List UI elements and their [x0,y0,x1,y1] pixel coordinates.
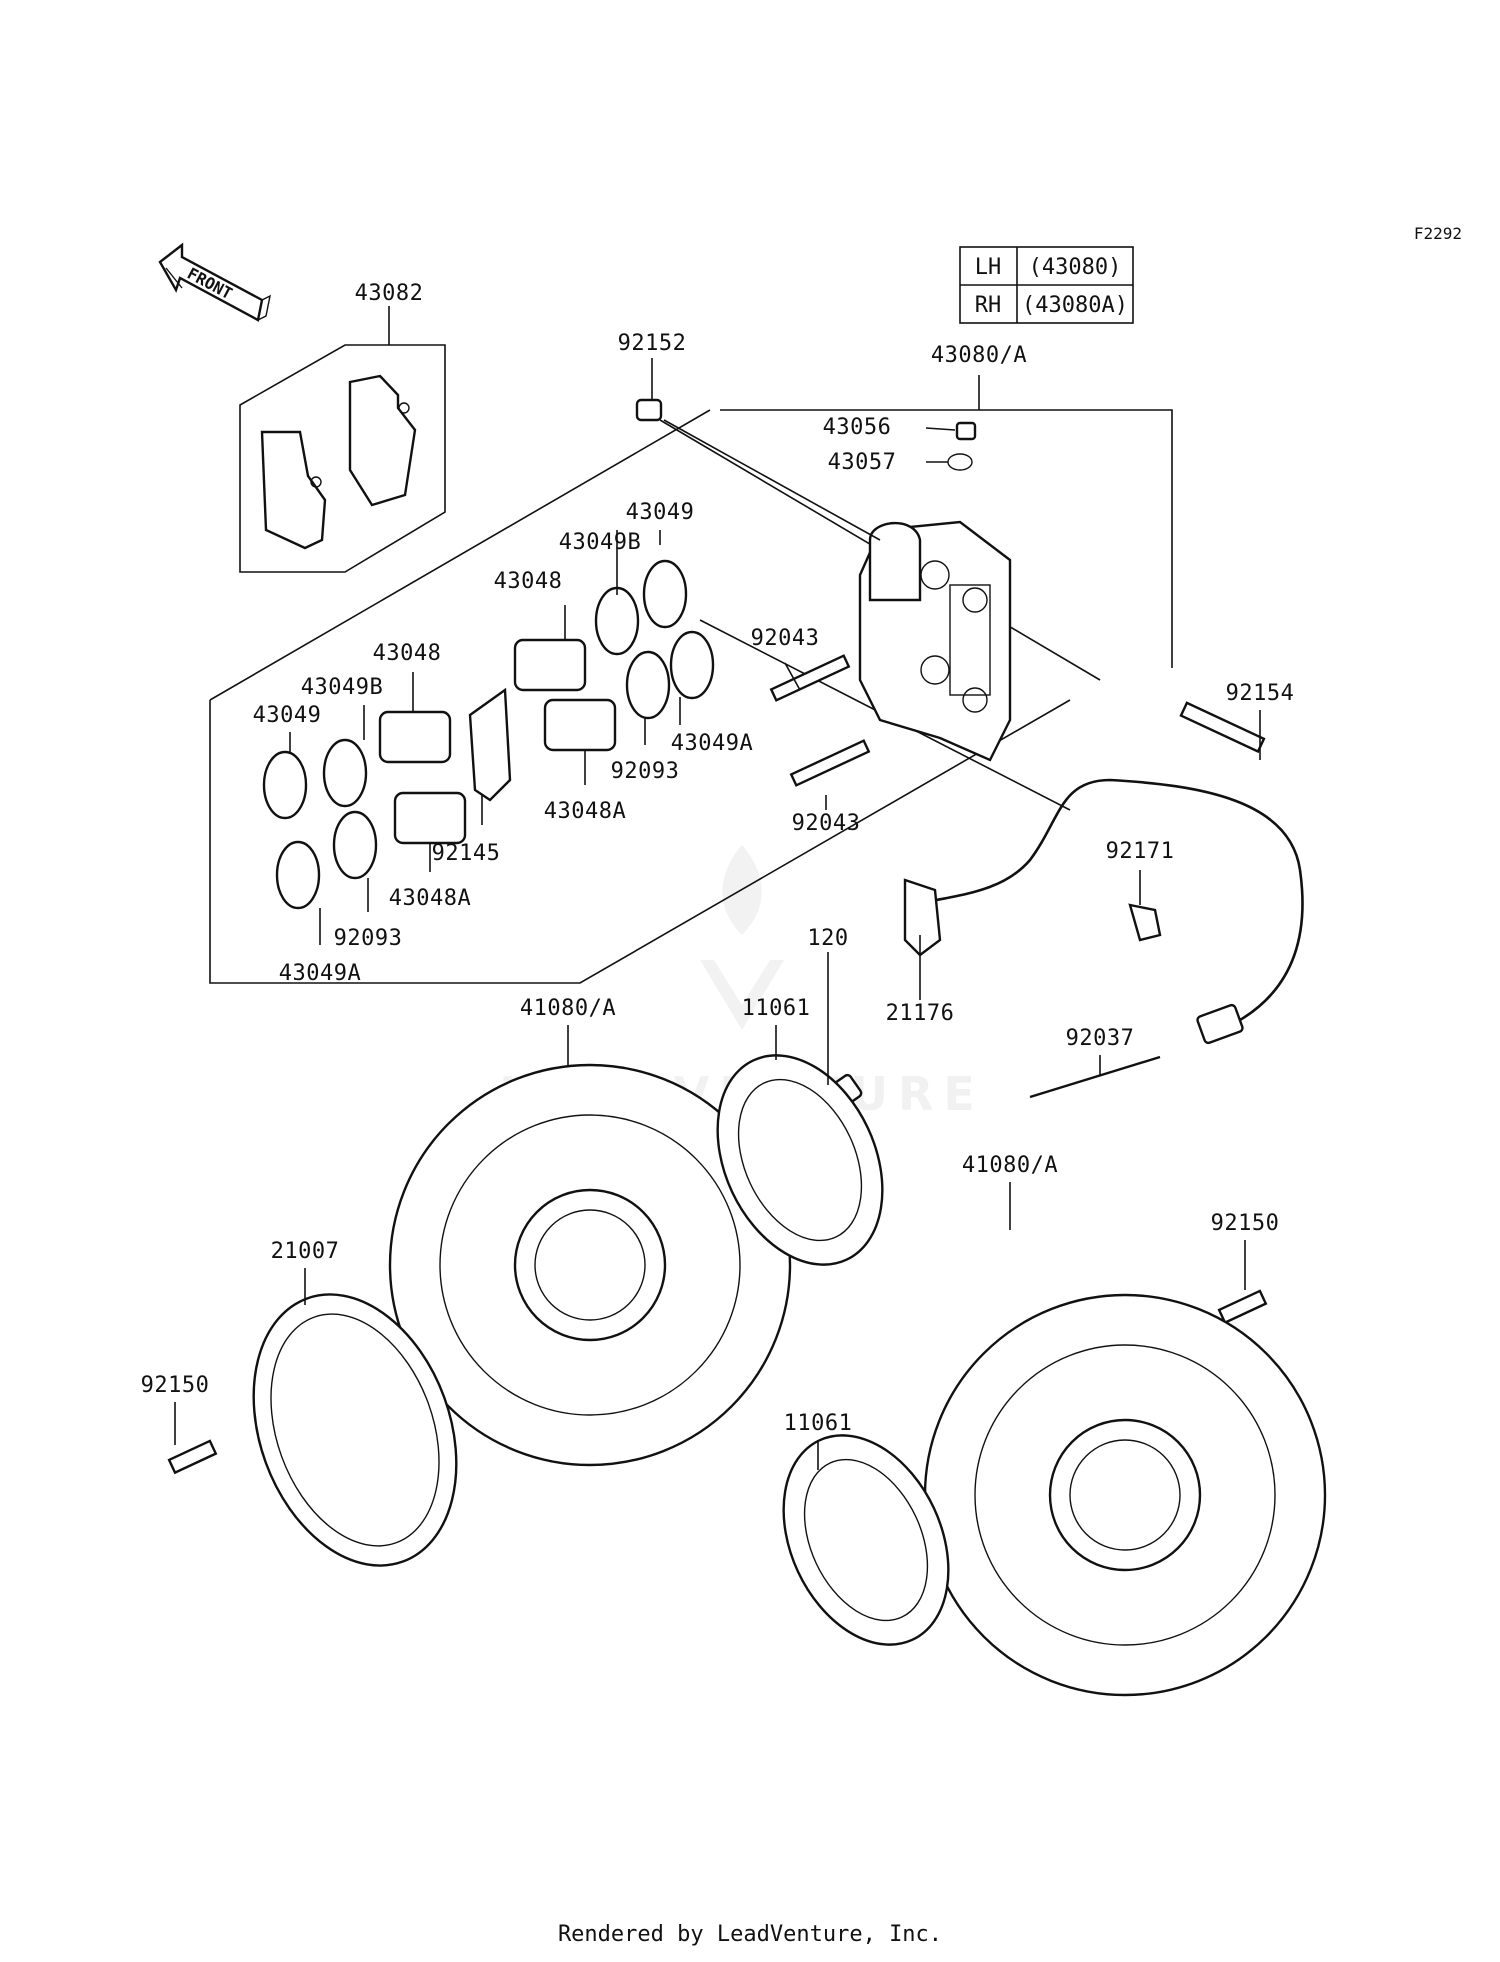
label-41080a-left: 41080/A [520,996,616,1021]
label-11061-top: 11061 [742,996,811,1021]
abs-rotor [252,1293,458,1567]
gaskets [716,1054,950,1646]
label-43057: 43057 [828,450,897,475]
label-120: 120 [807,926,848,951]
label-43049b-top: 43049B [559,530,641,555]
label-92145: 92145 [432,841,501,866]
label-43049a-left: 43049A [279,961,361,986]
brake-disc-right [923,1293,1327,1697]
label-43049-top: 43049 [626,500,695,525]
side-table-rh-part: (43080A) [1022,293,1128,318]
label-43049a-right: 43049A [671,731,753,756]
label-92037: 92037 [1066,1026,1135,1051]
front-arrow-icon: FRONT [158,242,271,322]
brake-disc-left [388,1063,792,1467]
label-92150-right: 92150 [1211,1211,1280,1236]
side-table: LH (43080) RH (43080A) [959,246,1134,324]
label-92154: 92154 [1226,681,1295,706]
label-92043-top: 92043 [751,626,820,651]
label-92043-bot: 92043 [792,811,861,836]
label-92093-left: 92093 [334,926,403,951]
caliper-body [858,520,1012,762]
label-92093-right: 92093 [611,759,680,784]
side-table-rh: RH [975,293,1002,318]
label-43049-left: 43049 [253,703,322,728]
seal-group-right [262,559,715,910]
label-43049b-left: 43049B [301,675,383,700]
label-41080a-right: 41080/A [962,1153,1058,1178]
front-arrow-label: FRONT [184,264,235,303]
brake-pad-set [239,344,446,573]
part-labels: 43082 92152 43080/A 43056 43057 43049 43… [141,281,1295,1436]
label-21007: 21007 [271,1239,340,1264]
label-92152: 92152 [618,331,687,356]
label-43056: 43056 [823,415,892,440]
label-43048a-left: 43048A [389,886,471,911]
label-43048-left: 43048 [373,641,442,666]
label-43082: 43082 [355,281,424,306]
figure-code: F2292 [1414,224,1462,243]
label-92150-left: 92150 [141,1373,210,1398]
side-table-lh-part: (43080) [1029,255,1122,280]
footer-credit: Rendered by LeadVenture, Inc. [557,1922,943,1947]
label-43048-top: 43048 [494,569,563,594]
label-21176: 21176 [886,1001,955,1026]
leader-lines [174,306,1261,1470]
label-43080a: 43080/A [931,343,1027,368]
label-43048a-right: 43048A [544,799,626,824]
label-92171: 92171 [1106,839,1175,864]
bolts [167,398,1268,1475]
side-table-lh: LH [975,255,1002,280]
abs-sensor [903,778,1304,1099]
label-11061-bot: 11061 [784,1411,853,1436]
caliper-kit-frame [209,409,1173,984]
